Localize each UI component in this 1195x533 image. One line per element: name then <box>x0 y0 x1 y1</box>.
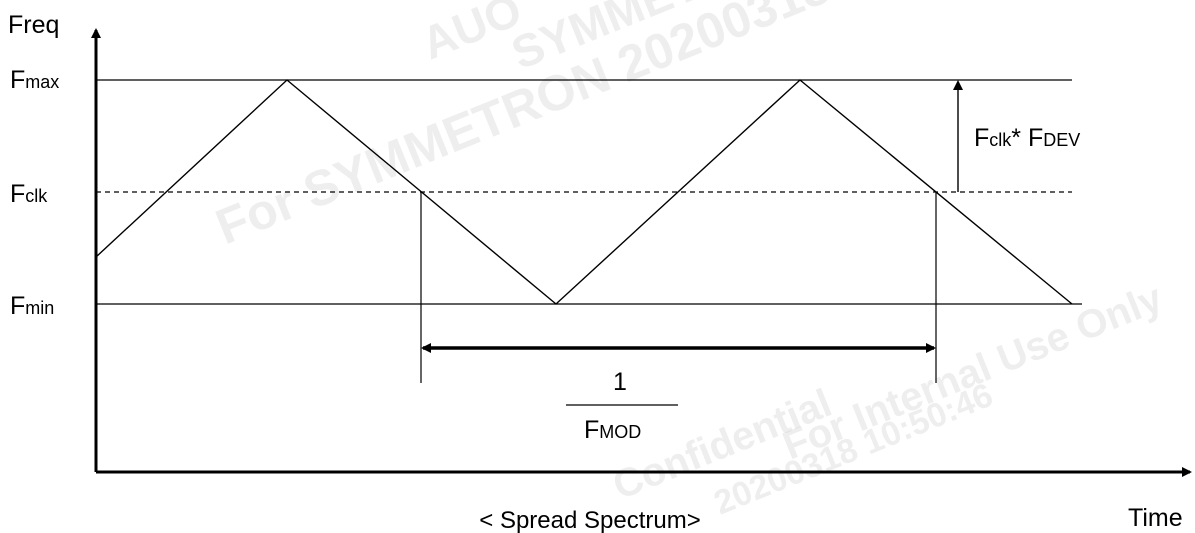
fmin-label: Fmin <box>10 292 54 320</box>
fclk-label: Fclk <box>10 180 48 208</box>
period-numerator: 1 <box>613 368 627 396</box>
deviation-label: Fclk* FDEV <box>974 124 1080 152</box>
period-denominator: FMOD <box>584 416 641 444</box>
y-axis-label: Freq <box>8 11 59 39</box>
fmax-label: Fmax <box>10 66 59 94</box>
watermark-text: For SYMMETRON 20200318 10:50:46 <box>208 0 1035 255</box>
diagram-caption: < Spread Spectrum> <box>479 507 700 533</box>
x-axis-label: Time <box>1128 504 1183 532</box>
watermark-layer: AUO SYMMETRON For SYMMETRON 20200318 10:… <box>208 0 1169 522</box>
modulation-waveform <box>95 79 1073 305</box>
